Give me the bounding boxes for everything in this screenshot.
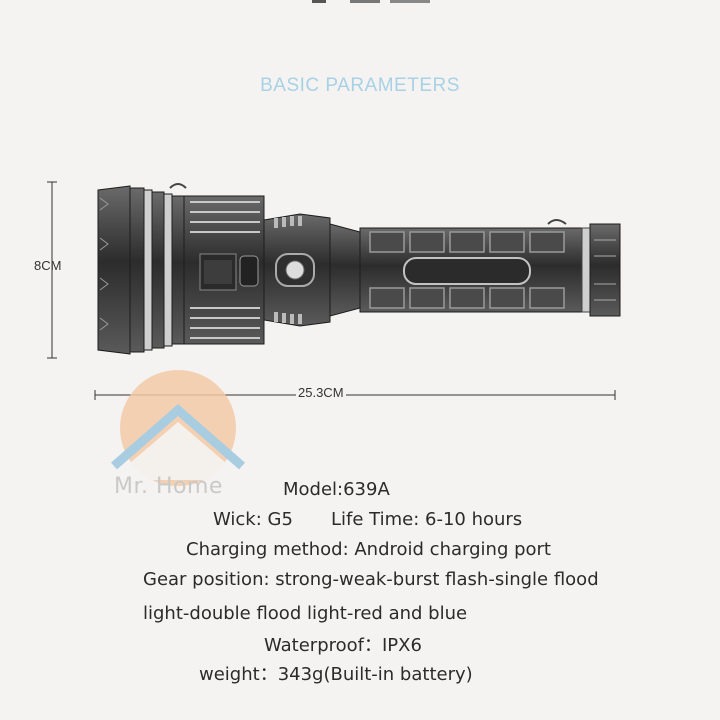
spec-gear-position-cont: light-double flood light-red and blue (143, 603, 468, 624)
flashlight-image (97, 183, 621, 355)
length-dimension-label: 25.3CM (296, 385, 346, 400)
spec-life-time: Life Time: 6-10 hours (331, 509, 523, 530)
spec-model: Model:639A (283, 479, 390, 500)
spec-weight: weight：343g(Built-in battery) (199, 664, 473, 685)
spec-charging-method: Charging method: Android charging port (186, 539, 551, 560)
watermark-text: Mr. Home (114, 474, 223, 499)
house-logo-icon (110, 370, 246, 486)
top-cropped-marks (312, 0, 430, 3)
height-dimension-label: 8CM (34, 258, 62, 273)
height-dimension-line (47, 181, 57, 359)
section-title: BASIC PARAMETERS (260, 75, 460, 96)
spec-waterproof: Waterproof：IPX6 (264, 635, 422, 656)
spec-wick: Wick: G5 (213, 509, 293, 530)
spec-gear-position: Gear position: strong-weak-burst flash-s… (143, 569, 599, 590)
